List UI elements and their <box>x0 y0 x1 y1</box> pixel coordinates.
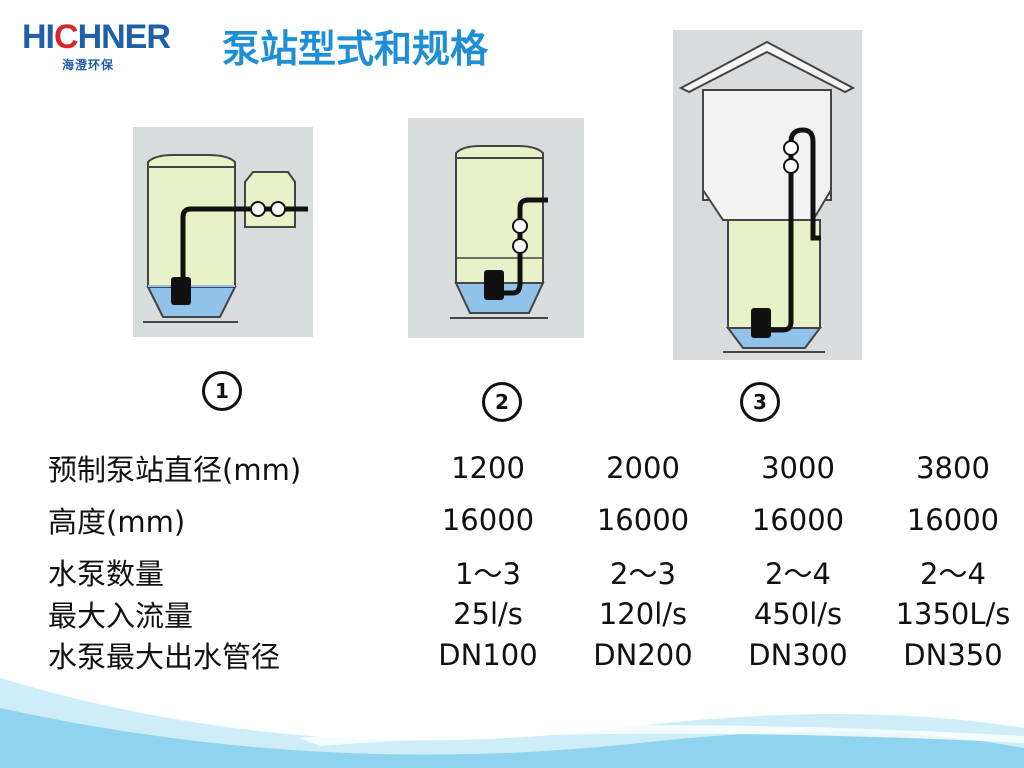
cell-value: 1350L/s <box>895 597 1011 631</box>
pump-station-2-graphic <box>450 145 548 319</box>
cell-value: 2～3 <box>610 557 676 591</box>
cell-value: 16000 <box>596 503 690 537</box>
figure-number-2: 2 <box>482 382 522 422</box>
spec-row-outlet-diameter: 水泵最大出水管径 DN100 DN200 DN300 DN350 <box>48 635 1003 675</box>
pump-station-3-graphic <box>678 40 856 353</box>
pump-station-diagram-1 <box>133 127 313 337</box>
cell-value: 3800 <box>916 451 990 485</box>
cell-value: 450l/s <box>753 597 843 631</box>
row-label: 最大入流量 <box>48 599 194 633</box>
pump-station-diagram-3 <box>673 30 862 360</box>
pump-station-1-graphic <box>143 154 308 323</box>
cell-value: 1200 <box>451 451 525 485</box>
logo: HICHNER 海澄环保 <box>0 0 200 75</box>
decorative-wave <box>0 678 1024 768</box>
cell-value: 2000 <box>606 451 680 485</box>
spec-row-height: 高度(mm) 16000 16000 16000 16000 <box>48 500 999 540</box>
spec-row-pump-count: 水泵数量 1～3 2～3 2～4 2～4 <box>48 552 986 592</box>
logo-brand: HICHNER <box>22 18 171 56</box>
cell-value: 3000 <box>761 451 835 485</box>
row-label: 水泵最大出水管径 <box>48 640 281 674</box>
page-title: 泵站型式和规格 <box>222 27 489 71</box>
cell-value: 16000 <box>906 503 1000 537</box>
cell-value: 2～4 <box>765 557 831 591</box>
cell-value: 120l/s <box>598 597 688 631</box>
logo-subtitle: 海澄环保 <box>62 58 115 72</box>
row-label: 水泵数量 <box>48 557 165 591</box>
row-label: 预制泵站直径(mm) <box>48 453 302 487</box>
cell-value: 16000 <box>751 503 845 537</box>
figure-number-3: 3 <box>740 382 780 422</box>
cell-value: 2～4 <box>920 557 986 591</box>
cell-value: DN200 <box>593 638 693 672</box>
cell-value: 25l/s <box>453 597 523 631</box>
spec-row-max-inflow: 最大入流量 25l/s 120l/s 450l/s 1350L/s <box>48 594 1010 634</box>
row-label: 高度(mm) <box>48 505 186 539</box>
spec-row-diameter: 预制泵站直径(mm) 1200 2000 3000 3800 <box>48 448 990 488</box>
cell-value: DN300 <box>748 638 848 672</box>
cell-value: DN350 <box>903 638 1003 672</box>
figure-number-1: 1 <box>202 371 242 411</box>
pump-station-diagram-2 <box>408 118 584 338</box>
cell-value: 16000 <box>441 503 535 537</box>
cell-value: 1～3 <box>455 557 521 591</box>
cell-value: DN100 <box>438 638 538 672</box>
